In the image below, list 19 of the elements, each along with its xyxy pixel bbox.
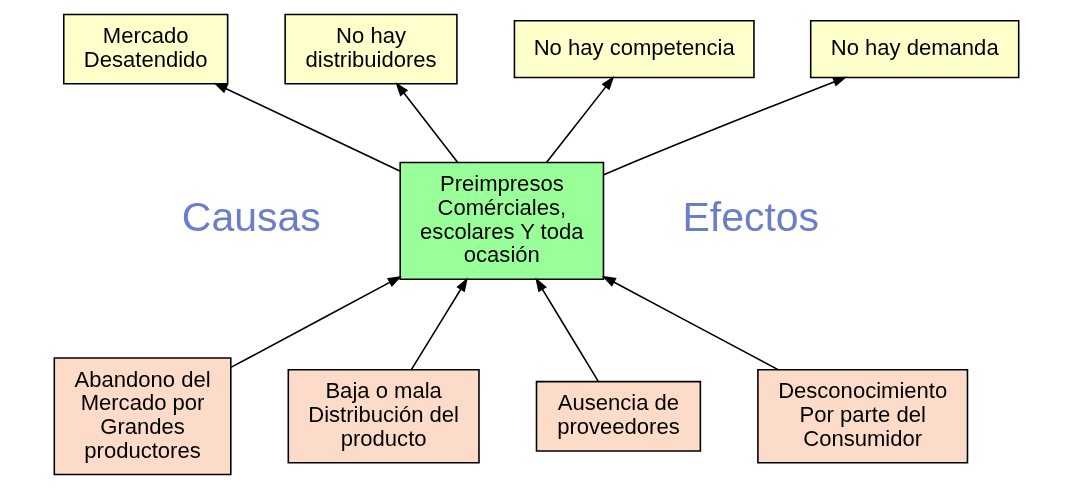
node-box: No hay demanda bbox=[809, 19, 1020, 79]
arrow bbox=[213, 82, 401, 172]
arrow bbox=[545, 76, 615, 163]
arrow bbox=[601, 275, 779, 371]
node-box: Desconocimiento Por parte del Consumidor bbox=[757, 369, 969, 464]
node-box: Preimpresos Comérciales, escolares Y toda ocasión bbox=[399, 161, 605, 280]
arrow bbox=[535, 277, 599, 382]
node-box: No hay distribuidores bbox=[284, 13, 458, 85]
node-box: Baja o mala Distribución del producto bbox=[287, 369, 480, 464]
node-box: No hay competencia bbox=[513, 19, 755, 79]
arrow bbox=[410, 277, 468, 371]
arrow bbox=[603, 76, 848, 176]
node-box: Mercado Desatendido bbox=[62, 13, 229, 85]
arrow bbox=[230, 275, 402, 369]
label: Causas bbox=[181, 193, 321, 240]
node-box: Ausencia de proveedores bbox=[535, 380, 702, 452]
arrow bbox=[395, 82, 459, 163]
label: Efectos bbox=[682, 193, 820, 240]
node-box: Abandono del Mercado por Grandes productores bbox=[53, 357, 232, 476]
